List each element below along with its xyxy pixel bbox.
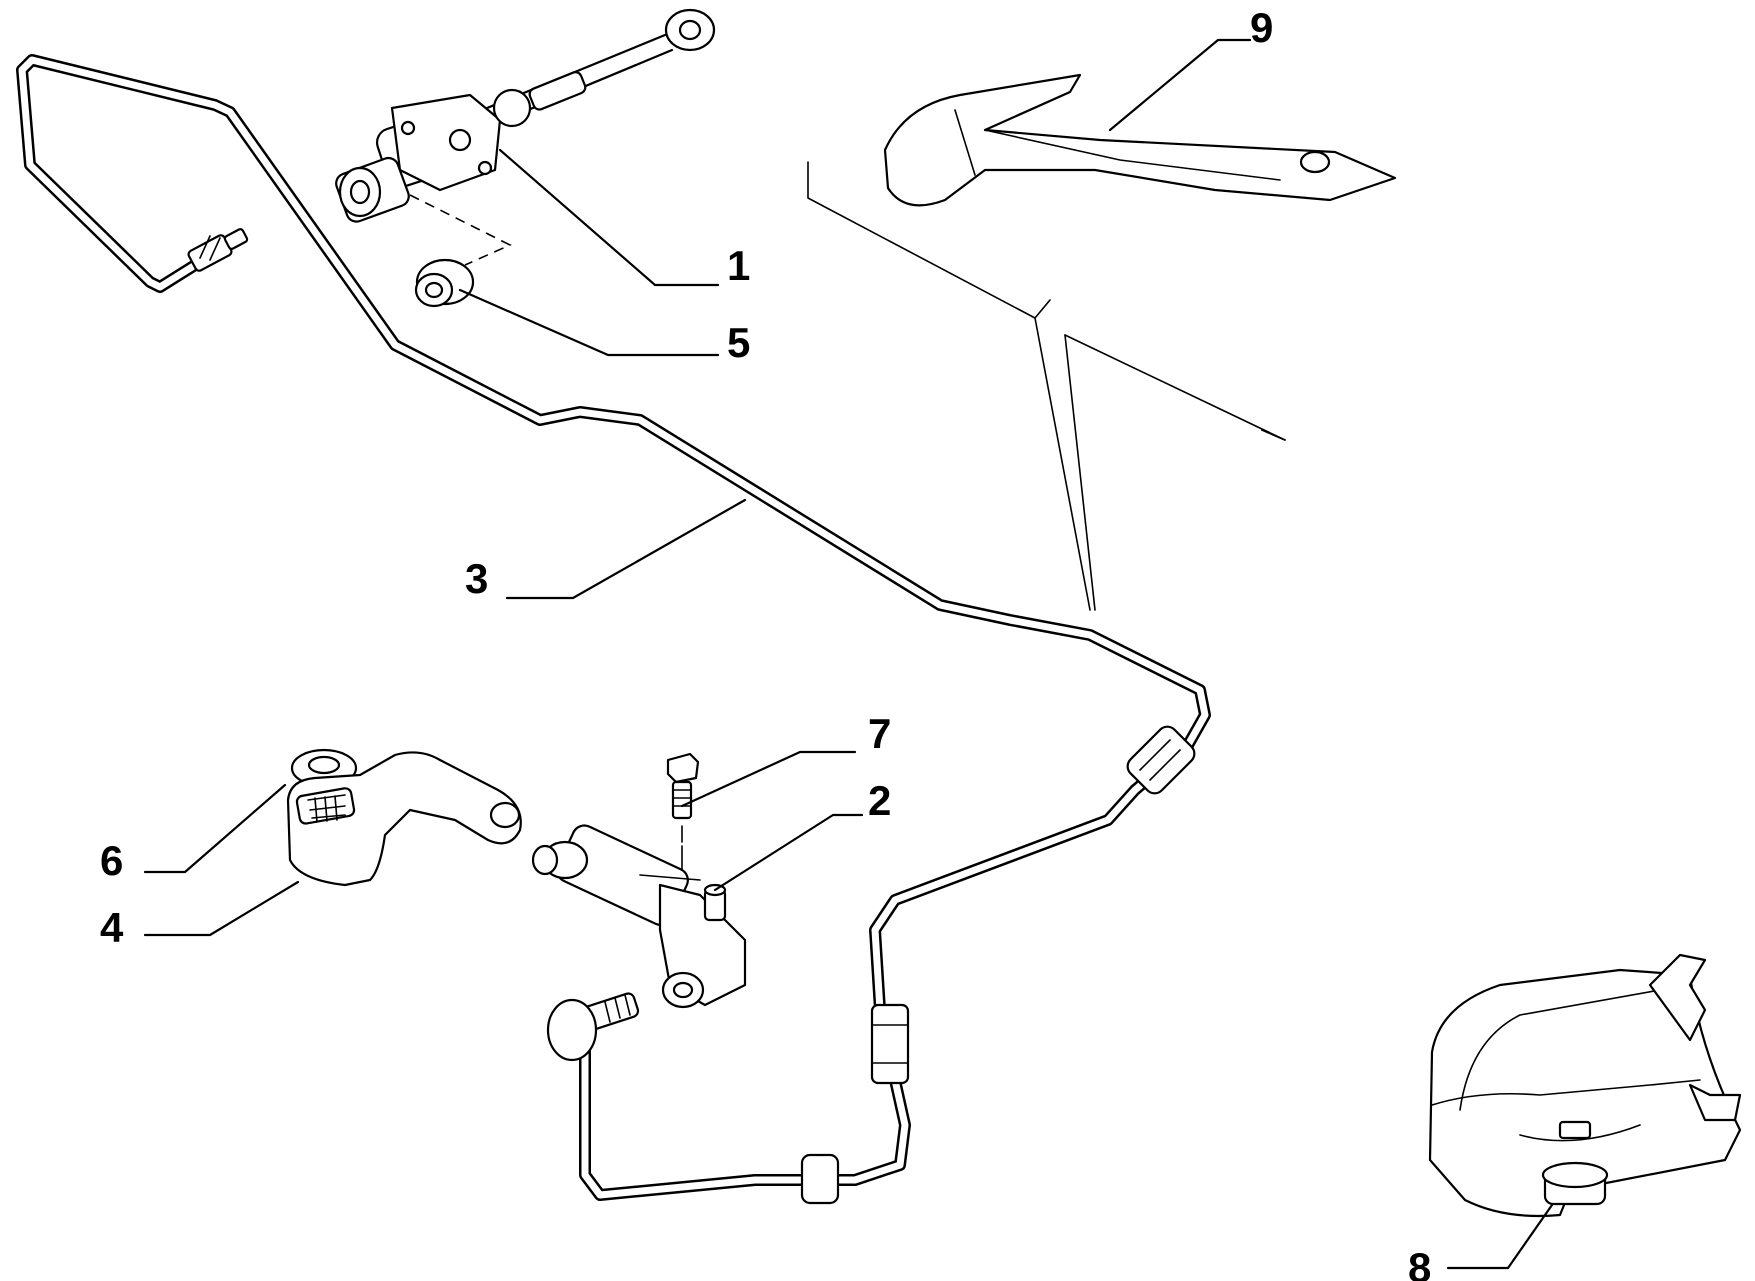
callout-1: 1 [727,242,750,289]
leader-6 [143,783,287,874]
master-cylinder [335,8,716,223]
release-bearing [1428,953,1742,1218]
seal-bush [414,258,475,308]
callout-6: 6 [100,837,123,884]
body-panel-outline [807,161,1286,611]
callout-3: 3 [465,555,488,602]
bolt [666,752,700,876]
callout-leaders [143,38,1554,1270]
leader-8 [1446,1203,1554,1270]
leader-1 [498,148,720,287]
callout-9: 9 [1250,4,1273,51]
hydraulic-pipe [16,54,1211,1205]
pipe-sleeve-vertical [870,1003,910,1085]
pipe-sleeve-horizontal [800,1153,840,1205]
callout-7: 7 [868,710,891,757]
leader-7 [680,750,857,808]
leader-4 [143,880,300,937]
pipe-bracket [883,73,1397,207]
slave-cylinder [531,824,747,1009]
callout-5: 5 [727,319,750,366]
assembly-link-dashed [409,194,512,266]
bleed-fitting [546,992,640,1062]
pipe-end-fitting [187,228,249,272]
leader-3 [505,498,747,600]
leader-9 [1108,38,1252,132]
leader-2 [713,813,864,892]
callout-4: 4 [100,904,124,951]
leader-5 [458,288,720,357]
callout-8: 8 [1408,1244,1431,1281]
clutch-lever [286,751,522,887]
callout-2: 2 [868,777,891,824]
callout-numbers: 1 5 3 9 7 2 6 4 8 [100,4,1431,1281]
pipe-coupling [1126,725,1196,795]
